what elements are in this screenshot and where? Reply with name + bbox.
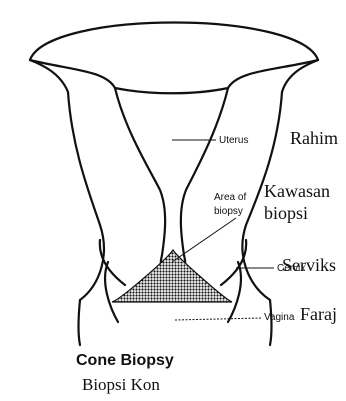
label-biopsy-en-1: Area of [214,192,246,203]
uterine-cavity-top [115,88,228,93]
fallopian-tube-right [228,60,318,88]
uterine-cavity-right [181,88,228,255]
caption-en: Cone Biopsy [76,352,174,370]
label-cervix-ms: Serviks [282,256,336,275]
vagina-left [79,300,81,345]
leader-vagina [175,318,262,320]
uterine-cavity-left [115,88,165,255]
caption-ms: Biopsi Kon [82,375,160,395]
label-vagina-en: Vagina [264,312,294,323]
cone-biopsy-area [112,250,232,302]
uterus-outer-dome [30,23,318,61]
label-vagina-ms: Faraj [300,305,337,324]
label-biopsy-ms-2: biopsi [264,204,308,223]
uterus-outer-left [68,92,104,300]
fallopian-tube-left [30,60,115,88]
label-biopsy-en-2: biopsy [214,206,243,217]
label-biopsy-ms-1: Kawasan [264,182,330,201]
label-uterus-ms: Rahim [290,129,338,148]
label-uterus-en: Uterus [219,135,248,146]
